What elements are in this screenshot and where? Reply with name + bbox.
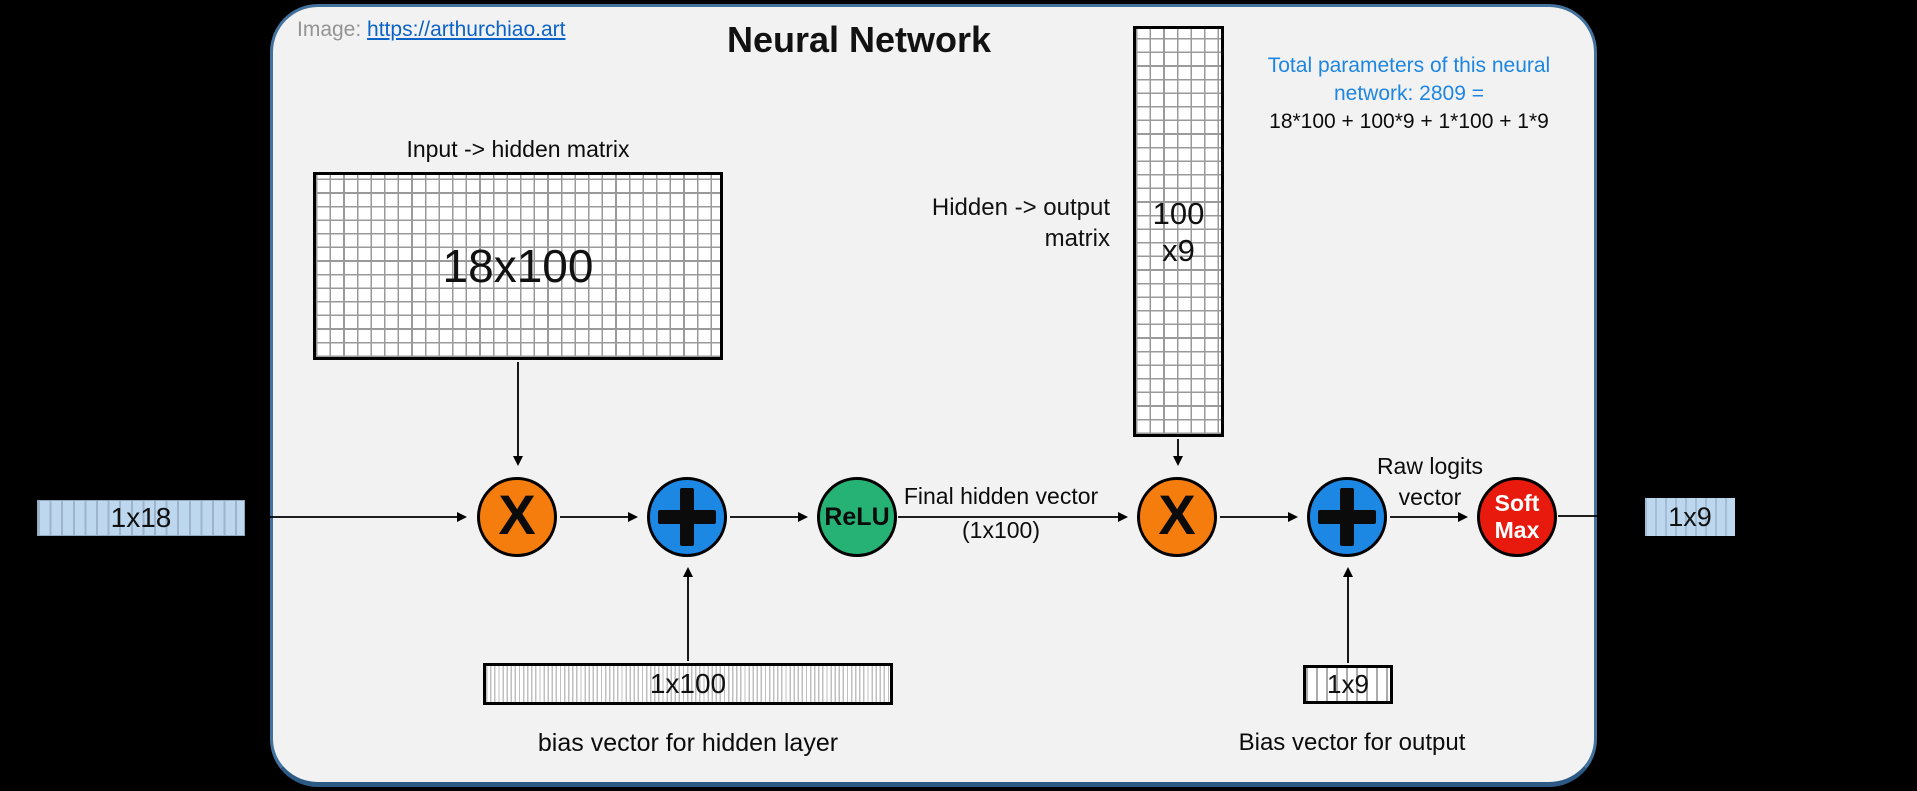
hidden-output-matrix-label: Hidden -> output matrix (860, 192, 1110, 254)
image-credit-link[interactable]: https://arthurchiao.art (367, 18, 566, 41)
image-credit: Image: https://arthurchiao.art (297, 18, 565, 42)
plus-icon (658, 488, 716, 546)
hidden-output-label-line1: Hidden -> output (931, 194, 1110, 221)
input-hidden-matrix: 18x100 (313, 172, 723, 360)
multiply-op-2: X (1137, 477, 1217, 557)
image-credit-label: Image: (297, 18, 368, 41)
output-bias-caption: Bias vector for output (1238, 729, 1466, 756)
hidden-bias-size: 1x100 (649, 668, 727, 699)
multiply-icon: X (1158, 482, 1196, 546)
output-vector-size: 1x9 (1668, 501, 1712, 532)
softmax-op: Soft Max (1477, 477, 1557, 557)
raw-logits-line2: vector (1398, 484, 1462, 510)
output-bias-vector: 1x9 (1303, 665, 1393, 704)
hidden-output-label-line2: matrix (1044, 225, 1110, 252)
hidden-output-matrix: 100 x9 (1133, 26, 1224, 437)
params-formula: 18*100 + 100*9 + 1*100 + 1*9 (1269, 110, 1549, 133)
hidden-bias-caption: bias vector for hidden layer (537, 729, 839, 757)
input-hidden-matrix-size: 18x100 (442, 240, 594, 292)
hidden-output-size-line1: 100 (1152, 195, 1205, 231)
input-vector: 1x18 (37, 500, 245, 536)
relu-op: ReLU (817, 477, 897, 557)
softmax-label-line2: Max (1494, 517, 1540, 543)
plus-icon (1318, 488, 1376, 546)
params-line1: Total parameters of this neural (1267, 54, 1551, 77)
input-hidden-matrix-label: Input -> hidden matrix (406, 136, 630, 162)
add-op-1 (647, 477, 727, 557)
raw-logits-line1: Raw logits (1376, 453, 1484, 479)
diagram-title: Neural Network (726, 19, 992, 60)
diagram-panel (270, 4, 1597, 787)
multiply-op-1: X (477, 477, 557, 557)
final-hidden-vector-label: Final hidden vector (903, 483, 1099, 509)
params-line2: network: 2809 = (1333, 82, 1484, 105)
output-vector: 1x9 (1645, 498, 1735, 536)
add-op-2 (1307, 477, 1387, 557)
final-hidden-vector-size: (1x100) (962, 517, 1040, 543)
total-parameters-note: Total parameters of this neural network:… (1233, 52, 1585, 136)
hidden-output-size-line2: x9 (1162, 232, 1195, 268)
input-vector-size: 1x18 (110, 502, 172, 533)
raw-logits-vector-label: Raw logits vector (1350, 451, 1510, 513)
multiply-icon: X (498, 482, 536, 546)
hidden-bias-vector: 1x100 (483, 663, 893, 705)
softmax-label-line1: Soft (1494, 490, 1540, 516)
relu-label: ReLU (824, 502, 890, 531)
output-bias-size: 1x9 (1327, 669, 1369, 699)
